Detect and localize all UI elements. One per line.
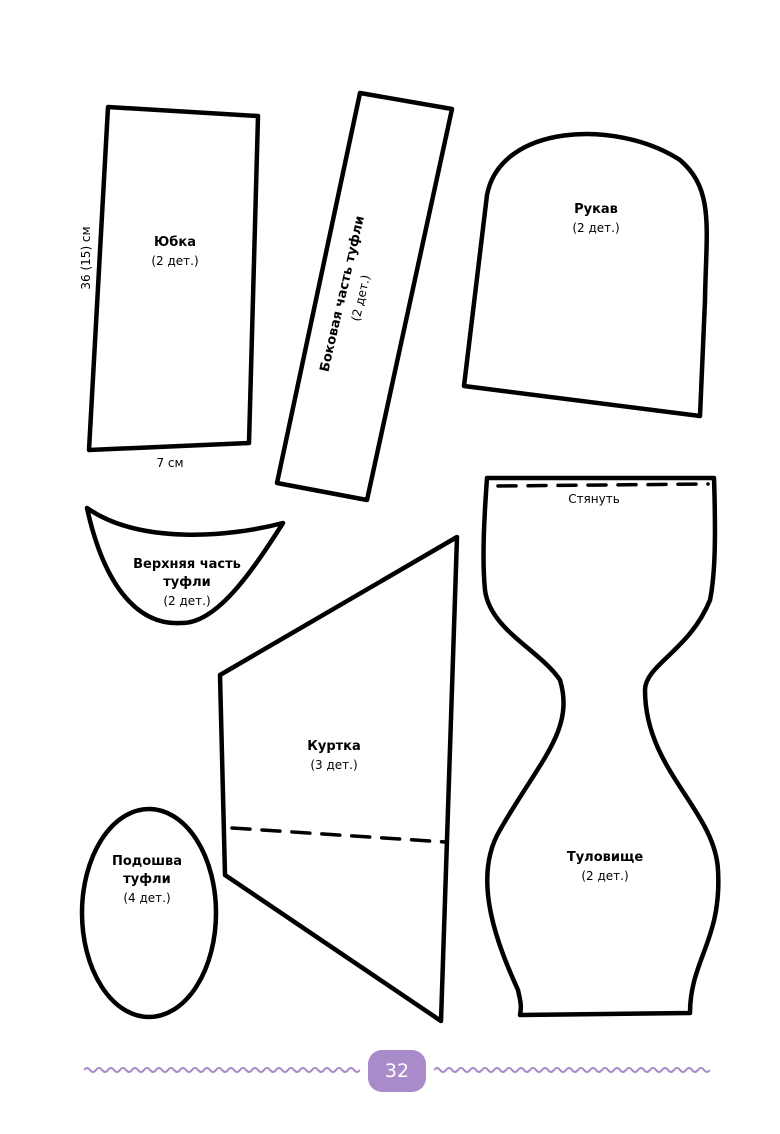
body-count: (2 дет.) <box>581 869 629 883</box>
skirt-piece <box>86 104 261 453</box>
skirt-count: (2 дет.) <box>151 254 199 268</box>
shoe-top-label: Верхняя часть туфли (2 дет.) <box>122 556 252 610</box>
sole-name-1: Подошва <box>111 854 183 869</box>
sleeve-label: Рукав (2 дет.) <box>546 201 646 237</box>
sole-count: (4 дет.) <box>123 891 171 905</box>
sole-name-2: туфли <box>123 872 171 887</box>
jacket-name: Куртка <box>307 739 361 754</box>
jacket-count: (3 дет.) <box>310 758 358 772</box>
skirt-width-dimension: 7 см <box>156 456 184 470</box>
shoe-top-piece <box>84 505 286 626</box>
sleeve-piece <box>461 131 709 419</box>
skirt-height-dimension: 36 (15) см <box>79 226 93 290</box>
skirt-name: Юбка <box>154 235 196 250</box>
jacket-label: Куртка (3 дет.) <box>284 738 384 774</box>
shoe-side-piece <box>274 90 455 503</box>
body-piece <box>481 475 721 1018</box>
sole-piece <box>79 806 219 1020</box>
shoe-top-name-2: туфли <box>163 575 211 590</box>
jacket-piece <box>217 534 460 1024</box>
footer-wave-right <box>434 1067 710 1073</box>
skirt-label: Юбка (2 дет.) <box>115 234 235 270</box>
sleeve-count: (2 дет.) <box>572 221 620 235</box>
page-number: 32 <box>368 1050 426 1092</box>
shoe-top-name-1: Верхняя часть <box>133 557 241 572</box>
sole-label: Подошва туфли (4 дет.) <box>97 853 197 907</box>
jacket-fold-line <box>230 826 447 844</box>
sleeve-name: Рукав <box>574 202 618 217</box>
body-name: Туловище <box>566 850 644 865</box>
body-gather-line <box>496 482 710 488</box>
shoe-top-count: (2 дет.) <box>163 594 211 608</box>
body-label: Туловище (2 дет.) <box>555 849 655 885</box>
footer-wave-left <box>84 1067 360 1073</box>
body-gather-note: Стянуть <box>568 492 620 506</box>
